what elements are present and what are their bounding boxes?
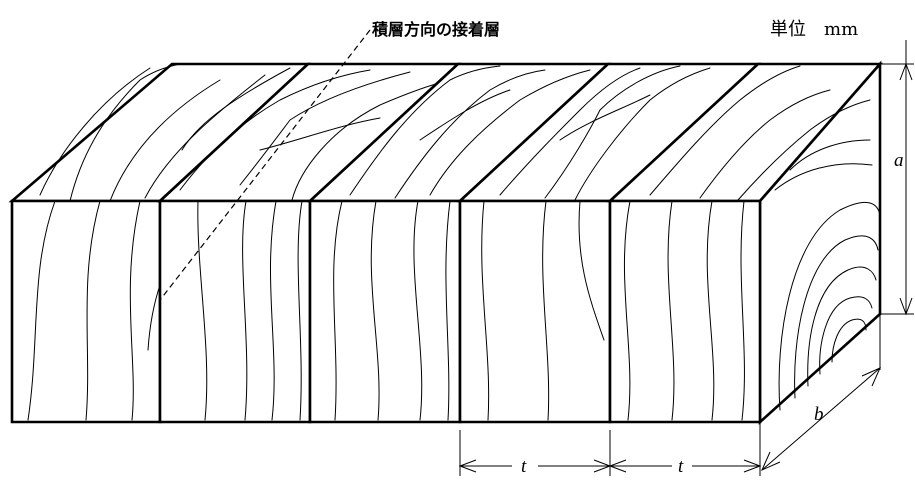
dim-a-arrow-top <box>899 62 913 81</box>
lamina-2 <box>156 62 462 424</box>
lamina-5 <box>606 60 883 425</box>
glue-layer-leader-line <box>159 29 371 301</box>
lamina-1-front-face <box>10 199 162 424</box>
dimension-t: t t <box>458 430 762 477</box>
dim-t1-label: t <box>521 456 527 477</box>
unit-label: 単位 mm <box>770 19 858 40</box>
dim-t2-arrow-left <box>608 459 627 473</box>
dim-t1-arrow-left <box>458 459 477 473</box>
dim-t2-label: t <box>678 456 684 477</box>
lamina-1 <box>8 62 312 424</box>
dim-t2-arrow-right <box>743 459 762 473</box>
lamina-2-front-face <box>158 199 312 424</box>
lamina-1-grain <box>27 63 291 421</box>
lamina-3-front-face <box>308 199 462 424</box>
lamina-5-front-face <box>608 199 762 424</box>
lamina-4-front-face <box>458 199 612 424</box>
dim-b-arrow-low <box>761 451 781 471</box>
dim-b-arrow-high <box>861 367 881 387</box>
dim-b-label: b <box>814 404 824 425</box>
glue-layer-label: 積層方向の接着層 <box>371 20 500 39</box>
lamina-4-grain <box>481 65 711 421</box>
lamina-5-grain <box>623 65 871 421</box>
dim-a-arrow-bottom <box>899 297 913 316</box>
lamina-2-grain <box>179 69 451 421</box>
lamina-4 <box>456 62 762 424</box>
lamina-3-grain <box>333 65 591 421</box>
dim-a-label: a <box>894 150 904 171</box>
dim-b-line <box>761 367 881 471</box>
lamina-5-growth-rings <box>774 139 881 411</box>
dimension-a: a <box>880 40 914 316</box>
